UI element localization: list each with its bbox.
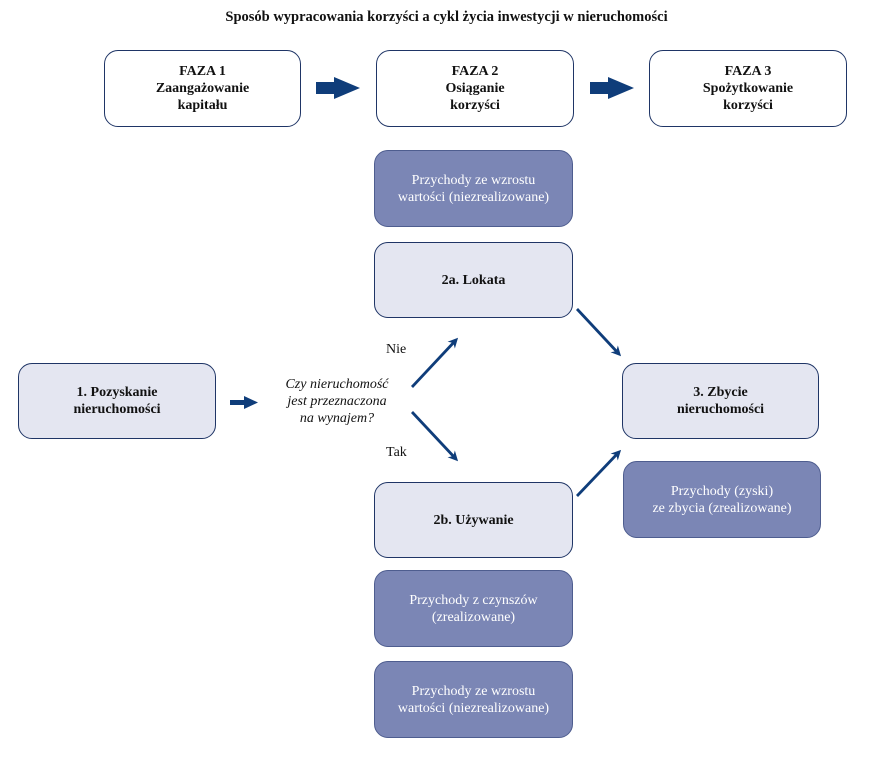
acquire-line-2: nieruchomości (73, 402, 161, 417)
phase-3-box: FAZA 3 Spożytkowanie korzyści (649, 50, 847, 127)
arrow-acquire-to-question (230, 396, 258, 409)
phase-3-line-1: Spożytkowanie (702, 81, 794, 96)
diagram-title: Sposób wypracowania korzyści a cykl życi… (225, 9, 668, 25)
sale-line-2: nieruchomości (676, 402, 765, 417)
arrow-to-use (410, 411, 459, 462)
label-yes: Tak (386, 445, 407, 460)
income-top-line-1: Przychody ze wzrostu (411, 172, 536, 188)
question-line-1: Czy nieruchomość (285, 377, 389, 392)
phase-2-box: FAZA 2 Osiąganie korzyści (376, 50, 574, 127)
acquire-line-1: 1. Pozyskanie (76, 385, 158, 400)
phase-1-box: FAZA 1 Zaangażowanie kapitału (104, 50, 301, 127)
sale-income-box: Przychody (zyski) ze zbycia (zrealizowan… (623, 461, 821, 538)
phase-1-heading: FAZA 1 (179, 64, 226, 79)
sale-box: 3. Zbycie nieruchomości (622, 363, 819, 439)
phase-1-line-1: Zaangażowanie (155, 81, 250, 96)
rent-income-line-2: (zrealizowane) (431, 609, 516, 625)
decision-question: Czy nieruchomość jest przeznaczona na wy… (266, 376, 408, 427)
question-line-2: jest przeznaczona (287, 394, 387, 409)
phase-arrow-1 (316, 77, 360, 99)
lokata-label: 2a. Lokata (441, 272, 506, 288)
use-box: 2b. Używanie (374, 482, 573, 558)
use-label: 2b. Używanie (433, 512, 514, 528)
income-top-line-2: wartości (niezrealizowane) (397, 189, 550, 205)
lokata-box: 2a. Lokata (374, 242, 573, 318)
income-bottom-box: Przychody ze wzrostu wartości (niezreali… (374, 661, 573, 738)
income-bottom-line-2: wartości (niezrealizowane) (397, 700, 550, 716)
question-line-3: na wynajem? (299, 411, 375, 426)
sale-line-1: 3. Zbycie (693, 385, 748, 400)
phase-3-heading: FAZA 3 (724, 64, 772, 79)
phase-1-line-2: kapitału (177, 98, 228, 113)
phase-2-heading: FAZA 2 (451, 64, 499, 79)
phase-2-line-2: korzyści (450, 98, 500, 113)
rent-income-box: Przychody z czynszów (zrealizowane) (374, 570, 573, 647)
sale-income-line-2: ze zbycia (zrealizowane) (652, 500, 792, 516)
label-no: Nie (386, 342, 407, 357)
income-bottom-line-1: Przychody ze wzrostu (411, 683, 536, 699)
acquire-box: 1. Pozyskanie nieruchomości (18, 363, 216, 439)
arrow-to-lokata (410, 337, 459, 388)
rent-income-line-1: Przychody z czynszów (409, 592, 538, 608)
income-top-box: Przychody ze wzrostu wartości (niezreali… (374, 150, 573, 227)
arrow-use-to-sale (575, 449, 622, 497)
phase-3-line-2: korzyści (723, 98, 773, 113)
phase-arrow-2 (590, 77, 634, 99)
phase-2-line-1: Osiąganie (445, 81, 505, 96)
sale-income-line-1: Przychody (zyski) (670, 483, 774, 499)
arrow-lokata-to-sale (575, 308, 622, 357)
